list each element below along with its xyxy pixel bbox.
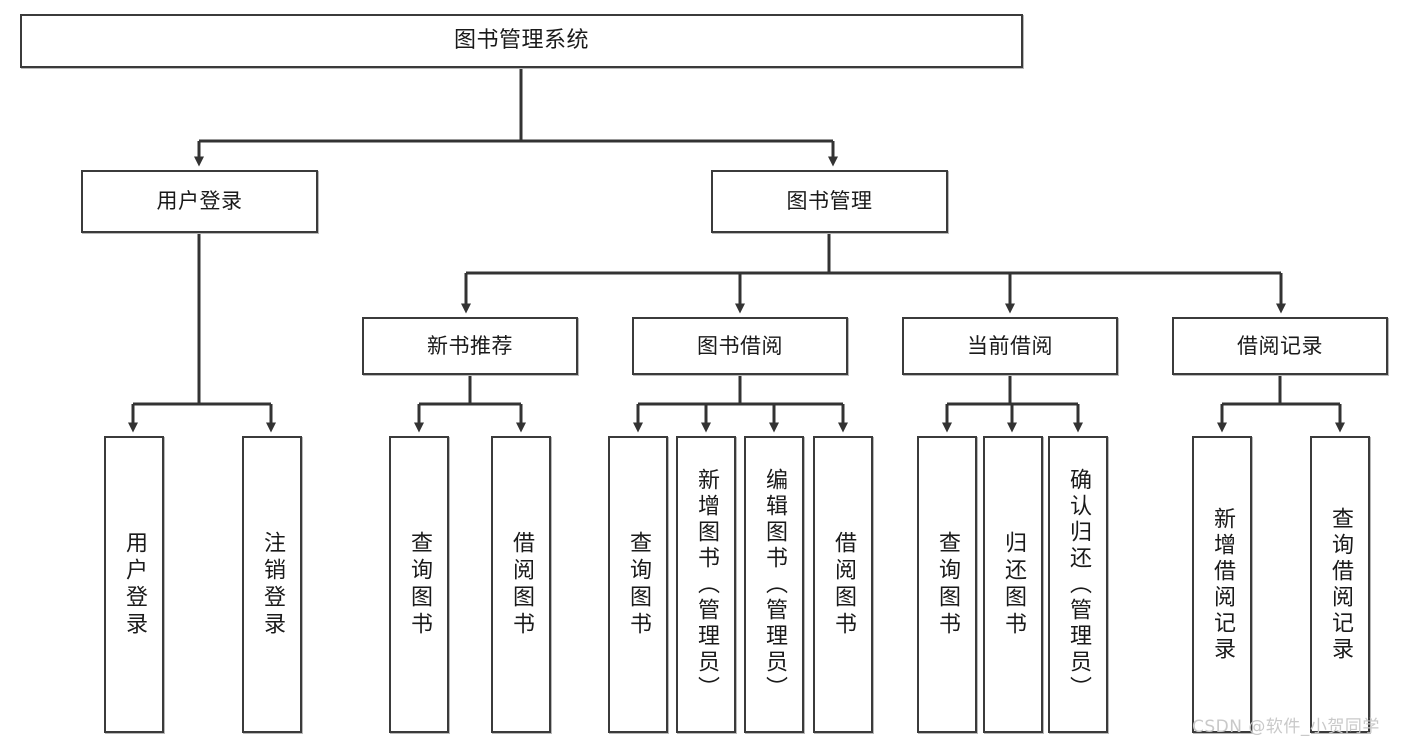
node-label: 查询借阅记录 bbox=[1328, 506, 1353, 663]
node-current-borrow[interactable]: 当前借阅 bbox=[902, 317, 1118, 375]
node-label: 图书管理系统 bbox=[453, 28, 589, 54]
node-label: 新书推荐 bbox=[427, 333, 513, 358]
node-label: 图书管理 bbox=[786, 189, 873, 214]
node-label: 图书借阅 bbox=[697, 333, 783, 358]
leaf-current-borrow-query[interactable]: 查询图书 bbox=[917, 436, 977, 733]
node-label: 当前借阅 bbox=[967, 333, 1053, 358]
leaf-user-login-logout[interactable]: 注销登录 bbox=[242, 436, 302, 733]
leaf-user-login-login[interactable]: 用户登录 bbox=[104, 436, 164, 733]
node-label: 新增图书（管理员） bbox=[694, 467, 719, 702]
leaf-new-book-borrow[interactable]: 借阅图书 bbox=[491, 436, 551, 733]
node-label: 用户登录 bbox=[122, 530, 147, 639]
node-label: 查询图书 bbox=[626, 530, 651, 639]
csdn-watermark: CSDN @软件_小贺同学 bbox=[1192, 717, 1380, 737]
node-new-book-recommend[interactable]: 新书推荐 bbox=[362, 317, 578, 375]
node-label: 借阅记录 bbox=[1237, 333, 1323, 358]
leaf-new-book-query[interactable]: 查询图书 bbox=[389, 436, 449, 733]
node-user-login[interactable]: 用户登录 bbox=[81, 170, 318, 233]
node-root-system[interactable]: 图书管理系统 bbox=[20, 14, 1023, 68]
leaf-book-borrow-borrow[interactable]: 借阅图书 bbox=[813, 436, 873, 733]
leaf-book-borrow-query[interactable]: 查询图书 bbox=[608, 436, 668, 733]
node-label: 查询图书 bbox=[935, 530, 960, 639]
leaf-current-borrow-return[interactable]: 归还图书 bbox=[983, 436, 1043, 733]
leaf-borrow-record-query[interactable]: 查询借阅记录 bbox=[1310, 436, 1370, 733]
leaf-borrow-record-add[interactable]: 新增借阅记录 bbox=[1192, 436, 1252, 733]
node-label: 编辑图书（管理员） bbox=[762, 467, 787, 702]
leaf-book-borrow-edit[interactable]: 编辑图书（管理员） bbox=[744, 436, 804, 733]
node-label: 用户登录 bbox=[156, 189, 243, 214]
node-label: 归还图书 bbox=[1001, 530, 1026, 639]
node-borrow-record[interactable]: 借阅记录 bbox=[1172, 317, 1388, 375]
node-book-borrow[interactable]: 图书借阅 bbox=[632, 317, 848, 375]
node-label: 查询图书 bbox=[407, 530, 432, 639]
node-label: 借阅图书 bbox=[509, 530, 534, 639]
leaf-current-borrow-confirm-return[interactable]: 确认归还（管理员） bbox=[1048, 436, 1108, 733]
leaf-book-borrow-add[interactable]: 新增图书（管理员） bbox=[676, 436, 736, 733]
node-book-management[interactable]: 图书管理 bbox=[711, 170, 948, 233]
node-label: 借阅图书 bbox=[831, 530, 856, 639]
node-label: 确认归还（管理员） bbox=[1066, 467, 1091, 702]
node-label: 新增借阅记录 bbox=[1210, 506, 1235, 663]
node-label: 注销登录 bbox=[260, 530, 285, 639]
